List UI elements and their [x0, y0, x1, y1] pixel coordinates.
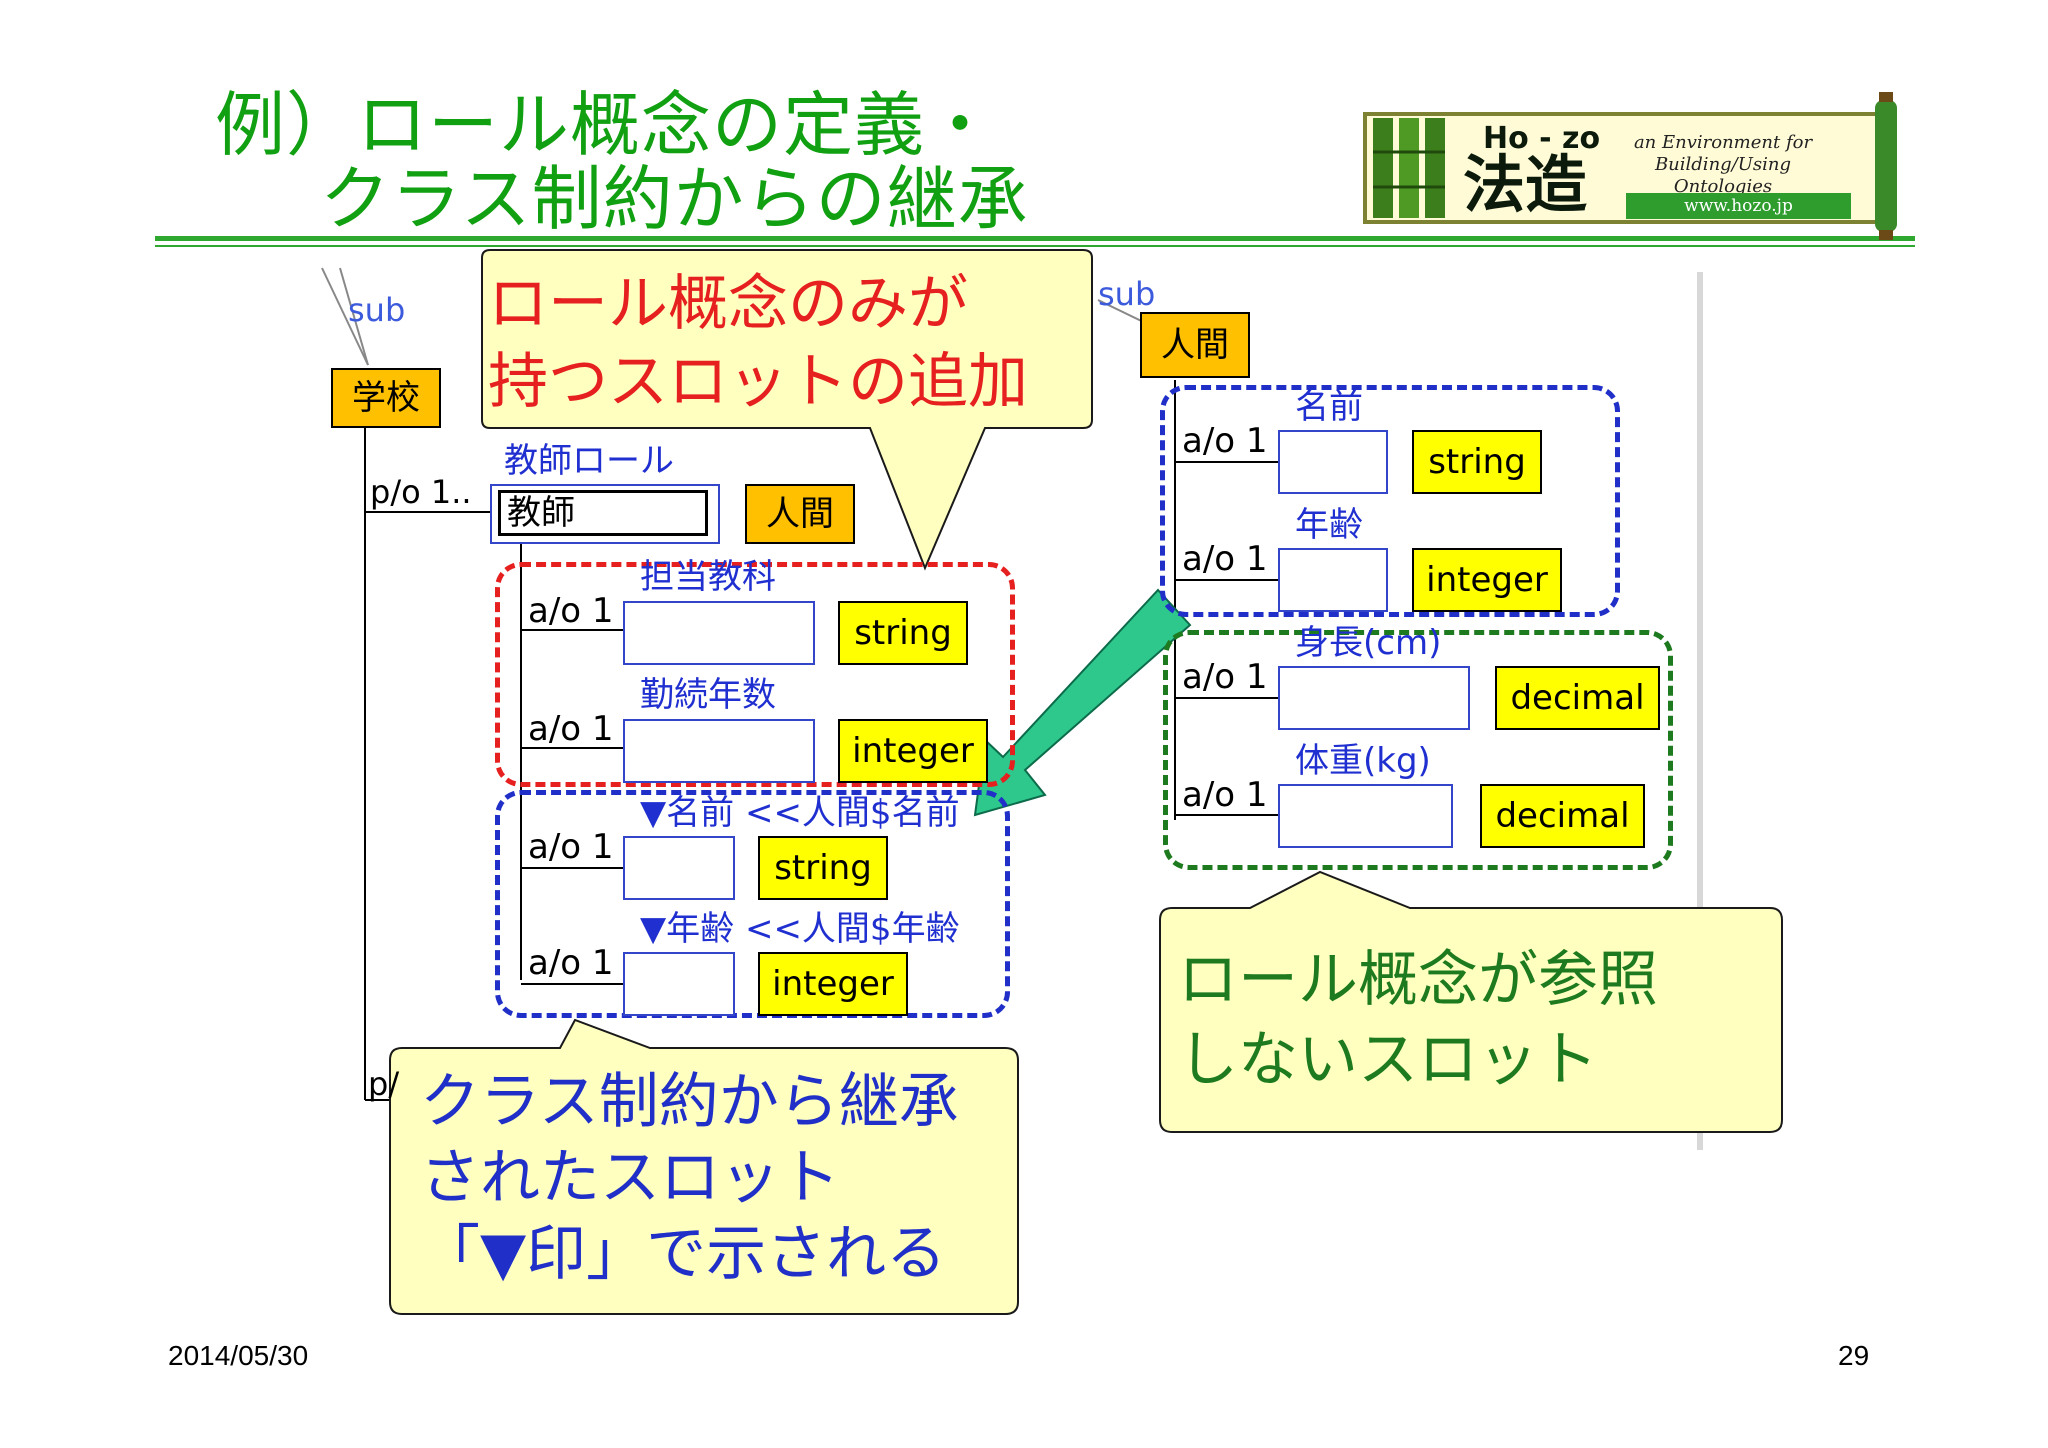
inherited-slot-name: ▼名前 <<人間$名前 — [640, 793, 960, 833]
slot-cardinality: a/o 1 — [528, 709, 614, 749]
slot-cardinality: a/o 1 — [1182, 421, 1268, 461]
logo-kanji-text: 法造 — [1463, 148, 1588, 221]
slot-value-box[interactable] — [623, 952, 735, 1016]
human-class-node[interactable]: 人間 — [1140, 312, 1250, 378]
callout-red-line-2: 持つスロットの追加 — [488, 347, 1028, 417]
role-only-slots-group — [495, 562, 1015, 787]
slot-name-height: 身長(cm) — [1295, 623, 1442, 663]
logo-tagline: an Environment for Building/Using Ontolo… — [1633, 132, 1813, 197]
slot-value-box[interactable] — [623, 601, 815, 665]
hozo-logo: Ho - zo 法造 an Environment for Building/U… — [1363, 92, 1903, 242]
slot-cardinality: a/o 1 — [1182, 657, 1268, 697]
slot-value-box[interactable] — [1278, 784, 1453, 848]
slot-cardinality: a/o 1 — [528, 591, 614, 631]
human-class-constraint[interactable]: 人間 — [745, 484, 855, 544]
slot-cardinality: a/o 1 — [528, 943, 614, 983]
callout-blue-line-1: クラス制約から継承 — [420, 1067, 959, 1137]
slot-cardinality: a/o 1 — [528, 827, 614, 867]
slot-type-integer[interactable]: integer — [1412, 548, 1562, 612]
title-underline-thin — [155, 245, 1915, 247]
slot-value-box[interactable] — [623, 719, 815, 783]
sub-label-left: sub — [348, 291, 406, 329]
slot-type-string[interactable]: string — [758, 836, 888, 900]
slot-cardinality: a/o 1 — [1182, 539, 1268, 579]
slot-name-age: 年齢 — [1295, 505, 1363, 545]
school-node[interactable]: 学校 — [331, 368, 441, 428]
slot-name-name: 名前 — [1295, 387, 1363, 427]
slot-type-string[interactable]: string — [1412, 430, 1542, 494]
slot-type-string[interactable]: string — [838, 601, 968, 665]
part-of-label-bottom: p/ — [368, 1065, 400, 1103]
slot-type-decimal[interactable]: decimal — [1495, 666, 1660, 730]
callout-green-line-2: しないスロット — [1178, 1025, 1598, 1095]
unreferenced-slots-group — [1163, 630, 1673, 870]
footer-page-number: 29 — [1838, 1340, 1870, 1371]
footer-date: 2014/05/30 — [168, 1340, 309, 1371]
callout-blue-line-3: 「▼印」で示される — [420, 1219, 947, 1289]
slot-value-box[interactable] — [623, 836, 735, 900]
slot-type-integer[interactable]: integer — [838, 719, 988, 783]
slot-value-box[interactable] — [1278, 430, 1388, 494]
slot-value-box[interactable] — [1278, 666, 1470, 730]
slot-type-integer[interactable]: integer — [758, 952, 908, 1016]
logo-scroll-graphic — [1373, 92, 1897, 240]
slot-cardinality: a/o 1 — [1182, 775, 1268, 815]
slot-name-years: 勤続年数 — [640, 675, 776, 715]
part-of-label: p/o 1.. — [370, 473, 472, 511]
sub-label-right: sub — [1098, 275, 1156, 313]
callout-green-line-1: ロール概念が参照 — [1178, 945, 1658, 1015]
teacher-role-node[interactable]: 教師 — [498, 490, 708, 536]
slot-value-box[interactable] — [1278, 548, 1388, 612]
human-referenced-slots-group — [1160, 385, 1620, 617]
title-underline — [155, 236, 1915, 241]
slot-name-subject: 担当教科 — [640, 557, 776, 597]
logo-ho-zo-text: Ho - zo — [1483, 121, 1601, 156]
inherited-slots-group — [495, 790, 1010, 1018]
callout-blue-line-2: されたスロット — [420, 1143, 840, 1213]
teacher-role-frame — [490, 484, 720, 544]
inherited-slot-age: ▼年齢 <<人間$年齢 — [640, 909, 960, 949]
logo-url: www.hozo.jp — [1626, 193, 1851, 219]
teacher-role-label: 教師ロール — [504, 441, 674, 481]
callout-red-line-1: ロール概念のみが — [488, 269, 968, 339]
slide-title-line-1: 例）ロール概念の定義・ — [215, 84, 996, 166]
slot-name-weight: 体重(kg) — [1295, 741, 1431, 781]
slot-type-decimal[interactable]: decimal — [1480, 784, 1645, 848]
slide-title-line-2: クラス制約からの継承 — [320, 158, 1029, 240]
